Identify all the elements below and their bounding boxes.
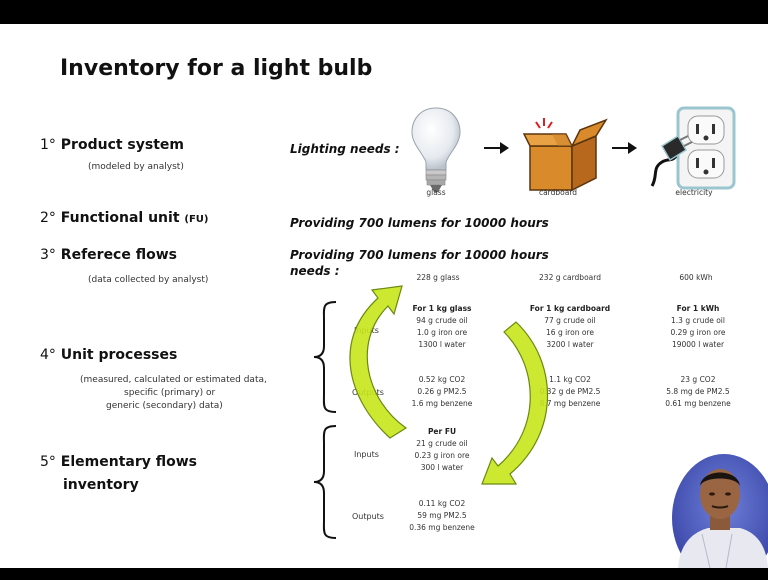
process-output: 0.26 g PM2.5 — [417, 387, 467, 396]
process-electricity-outputs: 23 g CO2 5.8 mg de PM2.5 0.61 mg benzene — [656, 374, 740, 410]
curved-arrow-down-icon — [481, 321, 549, 485]
curved-arrows-overlay — [349, 285, 549, 485]
curved-arrow-up-icon — [349, 285, 408, 439]
step-reference-flows: 3° Referece flows — [40, 247, 177, 263]
step-unit-processes: 4° Unit processes — [40, 347, 177, 363]
process-head: For 1 kWh — [676, 304, 720, 313]
process-input: 1.3 g crude oil — [671, 316, 725, 325]
elementary-outputs-label: Outputs — [352, 512, 384, 521]
process-input: 77 g crude oil — [544, 316, 596, 325]
step-number: 1° — [40, 137, 56, 153]
elementary-head: Per FU — [427, 427, 457, 436]
slide-title: Inventory for a light bulb — [60, 56, 373, 81]
process-head: For 1 kg cardboard — [529, 304, 611, 313]
arrow-right-icon — [484, 142, 509, 154]
elementary-inputs-label: Inputs — [354, 450, 379, 459]
process-output: 8.7 mg benzene — [539, 399, 601, 408]
elementary-input: 21 g crude oil — [416, 439, 468, 448]
elementary-input: 0.23 g iron ore — [414, 451, 470, 460]
elementary-output: 0.36 mg benzene — [409, 523, 475, 532]
step-product-system: 1° Product system — [40, 137, 184, 153]
process-head: For 1 kg glass — [412, 304, 472, 313]
process-input: 1.0 g iron ore — [416, 328, 468, 337]
step-number: 2° — [40, 210, 56, 226]
reference-flow-cardboard: 232 g cardboard — [539, 273, 601, 282]
elementary-input: 300 l water — [420, 463, 464, 472]
step-number: 3° — [40, 247, 56, 263]
process-input: 16 g iron ore — [546, 328, 594, 337]
step-sub-line3: generic (secondary) data) — [106, 401, 223, 411]
step-label: Referece flows — [60, 247, 177, 263]
lighting-needs-label: Lighting needs : — [290, 142, 400, 156]
step-sub: (modeled by analyst) — [88, 162, 184, 172]
reference-flows-text-line1: Providing 700 lumens for 10000 hours — [290, 248, 549, 262]
step-sub-line2: specific (primary) or — [124, 388, 216, 398]
icon-caption-electricity: electricity — [675, 188, 713, 197]
step-number: 5° — [40, 454, 56, 470]
step-label: Unit processes — [60, 347, 178, 363]
arrow-right-icon — [612, 142, 637, 154]
step-elementary-flows: 5° Elementary flows — [40, 454, 197, 470]
step-abbr: (FU) — [184, 214, 209, 225]
step-label-line2: inventory — [63, 477, 139, 493]
icon-caption-cardboard: cardboard — [538, 188, 578, 197]
process-output: 5.8 mg de PM2.5 — [666, 387, 730, 396]
step-functional-unit: 2° Functional unit (FU) — [40, 210, 209, 226]
process-input: 19000 l water — [671, 340, 725, 349]
step-sub-line1: (measured, calculated or estimated data, — [80, 375, 267, 385]
icon-caption-glass: glass — [426, 188, 446, 197]
process-input: 94 g crude oil — [416, 316, 468, 325]
reference-flows-text-line2: needs : — [290, 264, 340, 278]
step-label: Product system — [60, 137, 185, 153]
elementary-outputs: 0.11 kg CO2 59 mg PM2.5 0.36 mg benzene — [402, 498, 482, 534]
process-cardboard-outputs: 1.1 kg CO2 0.32 g de PM2.5 8.7 mg benzen… — [520, 374, 620, 410]
slide: Inventory for a light bulb 1° Product sy… — [0, 24, 768, 568]
step-label: Elementary flows — [60, 454, 198, 470]
process-cardboard-inputs: For 1 kg cardboard 77 g crude oil 16 g i… — [520, 303, 620, 351]
cardboard-box-icon — [522, 118, 608, 192]
elementary-flows-brace — [313, 425, 337, 539]
reference-flow-glass: 228 g glass — [416, 273, 460, 282]
process-glass-outputs: 0.52 kg CO2 0.26 g PM2.5 1.6 mg benzene — [400, 374, 484, 410]
process-output: 0.52 kg CO2 — [418, 375, 466, 384]
elementary-output: 59 mg PM2.5 — [417, 511, 467, 520]
presenter-video-icon — [672, 454, 768, 568]
process-output: 23 g CO2 — [680, 375, 716, 384]
process-input: 1300 l water — [418, 340, 466, 349]
process-input: 0.29 g iron ore — [670, 328, 726, 337]
process-glass-inputs: For 1 kg glass 94 g crude oil 1.0 g iron… — [400, 303, 484, 351]
functional-unit-text: Providing 700 lumens for 10000 hours — [290, 216, 549, 230]
process-output: 1.6 mg benzene — [411, 399, 473, 408]
process-input: 3200 l water — [546, 340, 594, 349]
step-number: 4° — [40, 347, 56, 363]
process-output: 1.1 kg CO2 — [549, 375, 591, 384]
elementary-output: 0.11 kg CO2 — [418, 499, 466, 508]
process-output: 0.61 mg benzene — [665, 399, 731, 408]
unit-processes-brace — [313, 301, 337, 413]
electric-outlet-icon — [650, 106, 736, 190]
step-label: Functional unit — [60, 210, 180, 226]
elementary-inputs: Per FU 21 g crude oil 0.23 g iron ore 30… — [402, 426, 482, 474]
reference-flow-electricity: 600 kWh — [679, 273, 713, 282]
process-output: 0.32 g de PM2.5 — [539, 387, 601, 396]
light-bulb-icon — [411, 107, 461, 192]
step-sub: (data collected by analyst) — [88, 275, 209, 285]
process-electricity-inputs: For 1 kWh 1.3 g crude oil 0.29 g iron or… — [656, 303, 740, 351]
